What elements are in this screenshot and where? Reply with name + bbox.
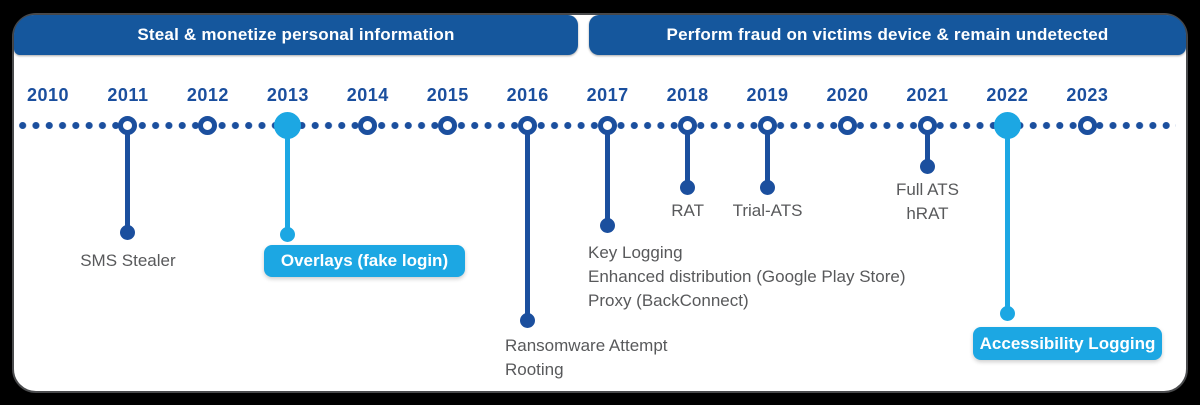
year-label-2012: 2012: [186, 85, 229, 105]
event-rat-label: RAT: [671, 201, 704, 220]
event-rat-dot: [680, 179, 696, 195]
event-sms-stealer-dot: [120, 224, 136, 240]
event-ransomware-rooting-dot: [520, 312, 536, 328]
year-label-2022: 2022: [986, 85, 1029, 105]
year-label-2017: 2017: [586, 85, 629, 105]
year-marker-2017: [598, 115, 618, 135]
year-marker-2020: [838, 115, 857, 135]
phase-banner-steal-monetize: Steal & monetize personal information: [14, 15, 578, 55]
event-full-ats-hrat-stem: [924, 125, 930, 166]
year-marker-2016: [518, 115, 538, 135]
event-keylogging-distribution-proxy-dot: [600, 217, 616, 233]
event-accessibility-logging-stem: [1004, 125, 1010, 313]
event-overlays-fake-login-stem: [285, 125, 291, 234]
event-keylogging-distribution-proxy-stem: [605, 125, 611, 225]
year-label-2011: 2011: [107, 85, 149, 105]
timeline-dotted-line: [16, 121, 1176, 129]
event-sms-stealer-stem: [125, 125, 131, 232]
year-label-2016: 2016: [506, 85, 549, 105]
year-marker-2018: [678, 115, 698, 135]
year-label-2023: 2023: [1066, 85, 1109, 105]
event-accessibility-logging-dot: [999, 305, 1015, 321]
year-marker-2023: [1077, 115, 1097, 135]
event-trial-ats-stem: [765, 125, 771, 187]
year-label-2021: 2021: [906, 85, 949, 105]
event-trial-ats-dot: [760, 179, 776, 195]
year-marker-2015: [438, 115, 458, 135]
year-marker-2012: [198, 115, 218, 135]
event-accessibility-logging-badge: Accessibility Logging: [973, 327, 1162, 360]
event-overlays-fake-login-dot: [280, 226, 296, 242]
event-sms-stealer-label: SMS Stealer: [80, 251, 176, 270]
year-label-2010: 2010: [26, 85, 70, 105]
event-overlays-fake-login-badge: Overlays (fake login): [264, 245, 465, 277]
event-trial-ats-label: Trial-ATS: [732, 201, 803, 220]
year-marker-2021: [917, 115, 937, 135]
event-ransomware-rooting-stem: [525, 125, 531, 320]
year-marker-2022: [993, 111, 1021, 139]
year-label-2020: 2020: [826, 85, 869, 105]
year-label-2014: 2014: [346, 85, 389, 105]
year-marker-2019: [758, 115, 778, 135]
year-marker-2013: [274, 111, 302, 139]
phase-banner-perform-fraud: Perform fraud on victims device & remain…: [589, 15, 1186, 55]
year-marker-2011: [118, 115, 138, 135]
event-rat-stem: [685, 125, 691, 187]
year-label-2018: 2018: [666, 85, 709, 105]
event-full-ats-hrat-dot: [919, 158, 935, 174]
year-label-2019: 2019: [746, 85, 789, 105]
year-marker-2014: [358, 115, 378, 135]
year-label-2015: 2015: [426, 85, 469, 105]
year-label-2013: 2013: [266, 85, 309, 105]
